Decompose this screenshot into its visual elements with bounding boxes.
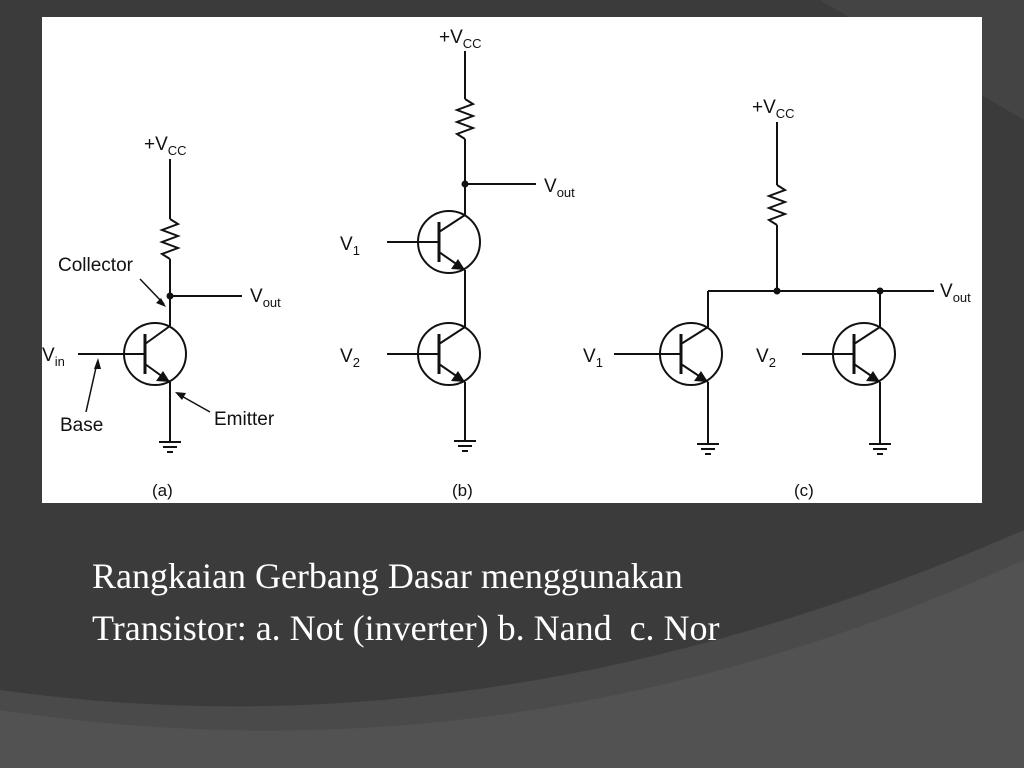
transistor-c1	[659, 322, 723, 386]
supply-label-c: +VCC	[752, 97, 795, 121]
resistor-b	[454, 98, 476, 140]
resistor-a	[159, 218, 181, 260]
caption-c: (c)	[794, 481, 814, 500]
collector-label: Collector	[58, 255, 134, 276]
input1-label-c: V1	[583, 346, 603, 370]
input2-label-b: V2	[340, 346, 360, 370]
caption-b: (b)	[452, 481, 473, 500]
ground-c1	[697, 443, 719, 455]
ground-b	[454, 440, 476, 452]
ground-a	[159, 441, 181, 453]
output-label-a: Vout	[250, 286, 281, 310]
base-label: Base	[60, 415, 103, 436]
caption-line-2: Transistor: a. Not (inverter) b. Nand c.…	[92, 608, 720, 648]
supply-label-b: +VCC	[439, 27, 482, 51]
caption-a: (a)	[152, 481, 173, 500]
input-label-a: Vin	[42, 345, 65, 369]
emitter-label: Emitter	[214, 409, 275, 430]
ground-c2	[869, 443, 891, 455]
circuit-c-nor-gate: +VCC Vout V1	[583, 97, 971, 500]
input1-label-b: V1	[340, 234, 360, 258]
slide-caption: Rangkaian Gerbang Dasar menggunakan Tran…	[92, 550, 992, 654]
circuit-b-nand-gate: +VCC Vout V1	[340, 27, 575, 500]
output-label-c: Vout	[940, 281, 971, 305]
resistor-c	[766, 184, 788, 226]
circuit-a-not-gate: +VCC Vout Vin Collector	[42, 134, 281, 500]
supply-label-a: +VCC	[144, 134, 187, 158]
input2-label-c: V2	[756, 346, 776, 370]
transistor-gate-diagram: +VCC Vout Vin Collector	[42, 17, 982, 503]
output-label-b: Vout	[544, 176, 575, 200]
caption-line-1: Rangkaian Gerbang Dasar menggunakan	[92, 556, 683, 596]
